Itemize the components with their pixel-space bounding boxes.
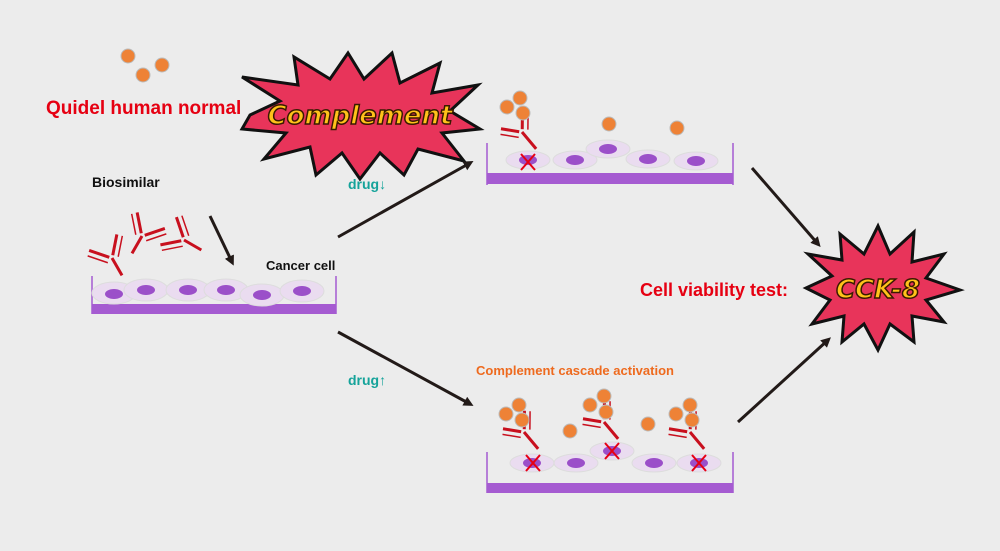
complement-dot [498,406,514,422]
cck8-burst-icon [802,222,965,354]
cancer-cell [625,149,671,169]
complement-dot [514,412,530,428]
complement-dot [120,48,136,64]
cell-killed-x-icon [525,454,541,472]
cascade-activation-label: Complement cascade activation [476,363,674,378]
arrow-to-cck8-top [750,167,821,248]
complement-dot [512,90,528,106]
quidel-serum-label: Quidel human normal [46,98,242,119]
complement-dot [682,397,698,413]
drug-high-label: drug↑ [348,372,387,388]
complement-dot [135,67,151,83]
complement-dot [601,116,617,132]
complement-dot [684,412,700,428]
cancer-cell [552,150,598,170]
cck8-burst-label: CCK-8 [836,275,920,305]
complement-dot [511,397,527,413]
drug-low-label: drug↓ [348,176,387,192]
cancer-cell [123,278,169,302]
cancer-cell [673,151,719,171]
antibody-icon [160,215,203,252]
complement-dot [640,416,656,432]
complement-dot [515,105,531,121]
cancer-cell [553,453,599,473]
cancer-cell [203,278,249,302]
antibody-icon [130,212,167,255]
arrow-drug-up [337,330,474,406]
arrow-drug-down [337,161,474,239]
complement-dot [669,120,685,136]
cancer-cell-label: Cancer cell [266,258,336,273]
complement-dot [668,406,684,422]
cancer-cell [239,283,285,307]
plate-drug-high [486,388,734,493]
cancer-cell [585,139,631,159]
plate-drug-low [486,90,734,185]
complement-proteins-group [120,48,170,83]
arrow-to-cck8-bottom [736,337,831,424]
arrow-biosimilar-to-plate [208,215,234,266]
viability-test-label: Cell viability test: [640,280,789,300]
cell-killed-x-icon [604,442,620,460]
cancer-cell [505,150,551,170]
cancer-cell [165,278,211,302]
complement-dot [582,397,598,413]
complement-dot [598,404,614,420]
complement-dot [596,388,612,404]
left-culture-plate [91,276,337,314]
complement-dot [154,57,170,73]
antibody-icon [87,234,124,277]
cancer-cell [631,453,677,473]
cancer-cell [279,279,325,303]
complement-burst-icon [239,50,485,182]
cell-killed-x-icon [691,454,707,472]
complement-dot [499,99,515,115]
biosimilar-label: Biosimilar [92,174,160,190]
complement-burst-label: Complement [268,101,454,131]
complement-dot [562,423,578,439]
cell-killed-x-icon [520,153,536,171]
